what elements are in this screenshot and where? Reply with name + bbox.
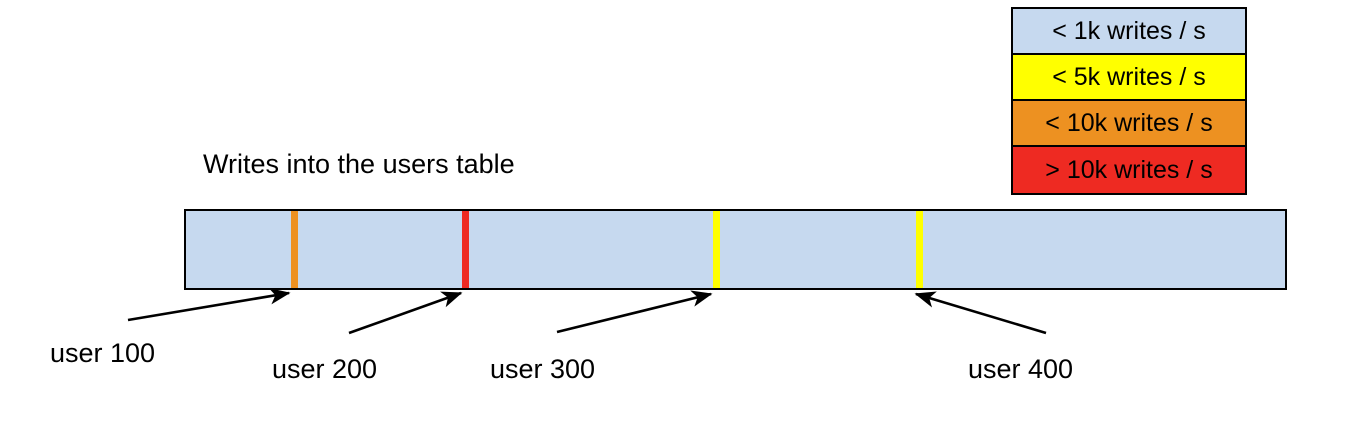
chart-title: Writes into the users table [203,149,515,179]
label-user-300: user 300 [490,354,596,384]
label-user-400: user 400 [968,354,1074,384]
arrow-user-200 [348,291,463,335]
arrow-user-100 [127,287,291,322]
write-rate-legend: < 1k writes / s < 5k writes / s < 10k wr… [1011,7,1247,195]
stripe-user-200 [462,211,469,288]
legend-label-under-10k: < 10k writes / s [1045,108,1213,137]
stripe-user-100 [291,211,298,288]
arrow-user-300 [556,290,713,334]
stripe-user-300 [713,211,720,288]
label-user-100: user 100 [50,338,156,368]
stripe-user-400 [916,211,923,288]
legend-row-over-10k: > 10k writes / s [1013,147,1245,193]
arrow-user-400 [914,291,1047,335]
legend-label-under-1k: < 1k writes / s [1052,16,1206,45]
legend-row-under-1k: < 1k writes / s [1013,9,1245,55]
legend-row-under-5k: < 5k writes / s [1013,55,1245,101]
label-user-200: user 200 [272,354,378,384]
legend-label-over-10k: > 10k writes / s [1045,155,1213,184]
legend-row-under-10k: < 10k writes / s [1013,101,1245,147]
legend-label-under-5k: < 5k writes / s [1052,62,1206,91]
users-table-bar [184,209,1287,290]
